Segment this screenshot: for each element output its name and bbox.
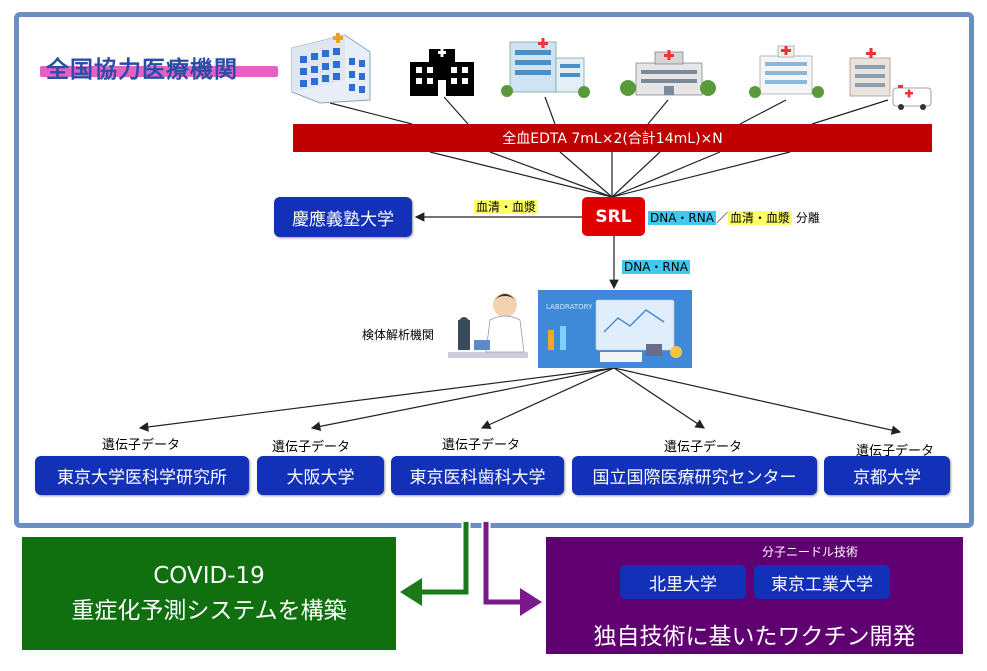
analysis-institution-label: 検体解析機関 xyxy=(362,328,435,342)
hospital-icon-1 xyxy=(291,33,371,104)
covid-title: COVID-19 xyxy=(153,562,265,589)
hospital-icon-4 xyxy=(620,50,716,96)
page-title: 全国協力医療機関 xyxy=(40,50,278,83)
covid-prediction-box: COVID-19 重症化予測システムを構築 xyxy=(22,537,396,650)
molecular-needle-label: 分子ニードル技術 xyxy=(762,545,859,559)
srl-node[interactable]: SRL xyxy=(582,197,645,236)
genetic-data-label-4: 遺伝子データ xyxy=(664,440,743,455)
title-highlight xyxy=(40,66,278,77)
institution-tokyo-ims[interactable]: 東京大学医科学研究所 xyxy=(35,456,249,495)
blood-sample-bar: 全血EDTA 7mL×2(合計14mL)×N xyxy=(293,124,932,152)
dna-rna-down-label: DNA・RNA xyxy=(622,260,690,274)
institution-tmdu[interactable]: 東京医科歯科大学 xyxy=(391,456,564,495)
institution-ncgm[interactable]: 国立国際医療研究センター xyxy=(572,456,817,495)
lab-screen-text: LABORATORY xyxy=(546,303,593,311)
scientist-illustration xyxy=(448,293,528,358)
hospital-icon-5 xyxy=(749,45,824,98)
vaccine-development-box: 分子ニードル技術 北里大学 東京工業大学 独自技術に基いたワクチン開発 xyxy=(546,537,963,654)
institution-kyoto[interactable]: 京都大学 xyxy=(824,456,950,495)
hospital-icon-6 xyxy=(849,48,932,110)
kitasato-university-box[interactable]: 北里大学 xyxy=(620,565,746,599)
genetic-data-label-3: 遺伝子データ xyxy=(442,438,521,453)
genetic-data-label-5: 遺伝子データ xyxy=(856,444,935,459)
genetic-data-label-2: 遺伝子データ xyxy=(272,440,351,455)
vaccine-title: 独自技術に基いたワクチン開発 xyxy=(593,624,916,650)
tokyo-tech-box[interactable]: 東京工業大学 xyxy=(754,565,890,599)
keio-university-box[interactable]: 慶應義塾大学 xyxy=(274,197,412,237)
main-frame xyxy=(14,12,974,528)
covid-subtitle: 重症化予測システムを構築 xyxy=(71,597,347,624)
hospital-icon-3 xyxy=(501,38,590,98)
serum-plasma-label: 血清・血漿 xyxy=(474,200,539,214)
genetic-data-label-1: 遺伝子データ xyxy=(102,438,181,453)
laboratory-panel xyxy=(538,290,692,368)
separation-label: DNA・RNA／血清・血漿 分離 xyxy=(648,211,820,225)
institution-osaka[interactable]: 大阪大学 xyxy=(257,456,384,495)
title-text: 全国協力医療機関 xyxy=(46,57,238,83)
hospital-icon-2 xyxy=(410,49,474,96)
